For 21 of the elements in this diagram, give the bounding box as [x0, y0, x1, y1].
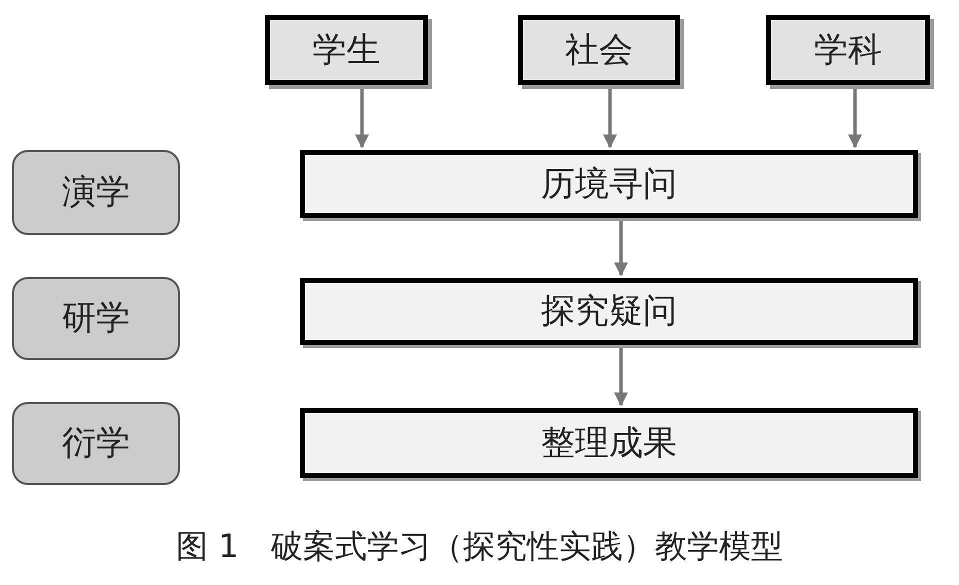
node-label: 演学 [62, 171, 130, 214]
phase-box [12, 277, 180, 360]
node-label: 研学 [62, 297, 130, 340]
arrow [614, 348, 628, 406]
phase-box [12, 150, 180, 235]
node-label: 探究疑问 [541, 290, 677, 333]
node-label: 学科 [814, 28, 882, 72]
node-label: 整理成果 [541, 422, 677, 464]
node-label: 学生 [312, 28, 380, 72]
arrow [614, 221, 628, 276]
node-label: 衍学 [62, 422, 130, 465]
arrow [603, 88, 617, 148]
node-label: 历境寻问 [541, 162, 677, 206]
arrow [355, 88, 369, 148]
caption: 图 1 破案式学习（探究性实践）教学模型 [175, 526, 784, 567]
node-label: 社会 [565, 28, 633, 72]
process-box [300, 408, 918, 478]
process-box [300, 150, 918, 218]
phase-box [12, 402, 180, 485]
process-box [300, 278, 918, 345]
arrow [848, 88, 862, 148]
